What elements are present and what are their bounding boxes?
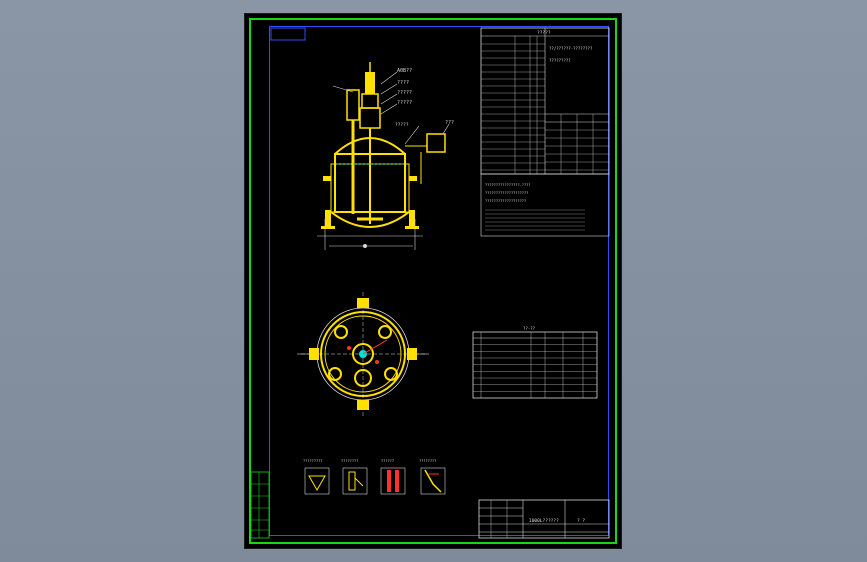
vessel-plan-view (297, 292, 429, 416)
detail-label-1: ????????? (303, 459, 322, 463)
title-block-sheet: ? ? (577, 518, 585, 524)
callout-mid-2: ????? (397, 90, 412, 96)
drawing-sheet[interactable]: A0B?? ???? ????? ????? ????? ??? ????? ?… (244, 13, 622, 549)
spec-line-2: ????????? (549, 58, 571, 63)
spec-note-3: ??????????????????? (485, 199, 526, 203)
callout-small: ????? (395, 122, 409, 128)
callout-side-box: ??? (445, 120, 454, 126)
revision-strip (250, 471, 270, 539)
inner-frame (269, 26, 609, 536)
detail-views (304, 467, 446, 495)
outer-frame (249, 18, 617, 544)
spec-note-2: ???????????????????? (485, 191, 528, 195)
parts-table-header: ??-?? (523, 326, 536, 331)
callout-mid-3: ????? (397, 100, 412, 106)
spec-table-header: ????? (537, 30, 551, 36)
spec-note-1: ????????????????-???? (485, 183, 530, 187)
detail-label-3: ?????? (381, 459, 394, 463)
corner-box (270, 27, 306, 41)
vessel-elevation (317, 62, 450, 250)
callout-top-right: A0B?? (397, 68, 412, 74)
callout-mid-1: ???? (397, 80, 409, 86)
spec-line-1: ??/??????-???????? (549, 46, 593, 51)
spec-table (480, 27, 610, 237)
detail-label-4: ???????? (419, 459, 436, 463)
cad-drawing: A0B?? ???? ????? ????? ????? ??? ????? ?… (250, 27, 610, 539)
title-block (478, 499, 610, 539)
spec-notes-hatch (485, 209, 585, 231)
motor-icon (365, 72, 375, 94)
detail-label-2: ???????? (341, 459, 358, 463)
parts-table (472, 331, 598, 399)
title-block-name: 1000L?????? (529, 518, 559, 524)
